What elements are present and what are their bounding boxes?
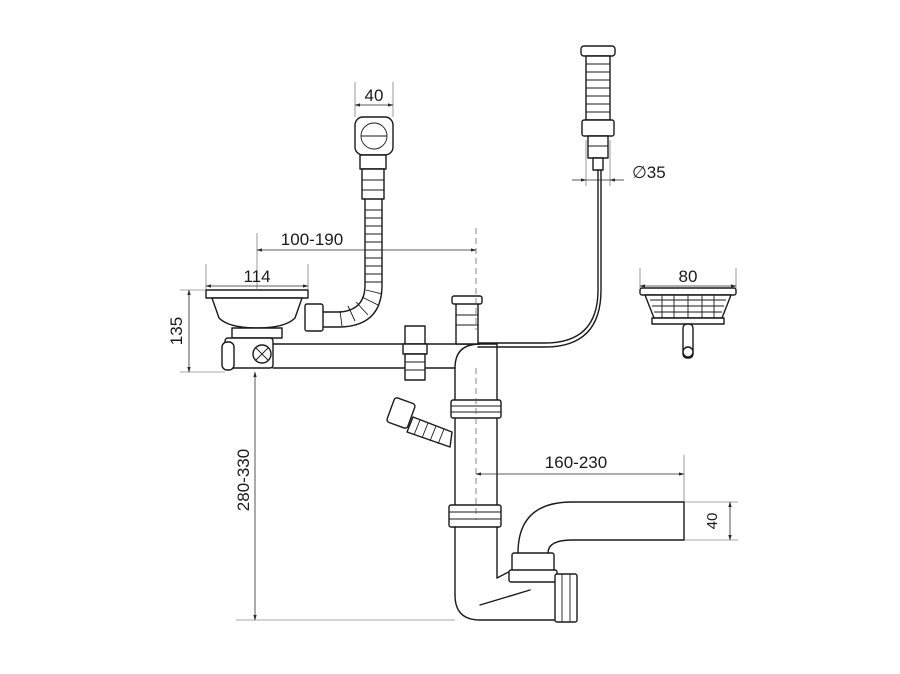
dim-outlet-diameter: 40: [684, 501, 738, 541]
strainer-basket: [639, 287, 737, 359]
remote-control: [477, 45, 616, 348]
dim-label-135: 135: [167, 317, 186, 345]
dim-label-160-230: 160-230: [545, 453, 607, 472]
dim-label-40-outlet: 40: [704, 513, 721, 530]
dim-label-80: 80: [679, 267, 698, 286]
dim-label-280-330: 280-330: [234, 449, 253, 511]
remote-knob: [580, 45, 616, 57]
overflow-assembly: [304, 116, 394, 332]
dim-total-height: 280-330: [234, 371, 455, 621]
dim-label-114: 114: [243, 267, 270, 286]
siphon-body: [386, 295, 685, 623]
dim-basket-diameter: 80: [639, 267, 737, 288]
dim-label-100-190: 100-190: [281, 230, 343, 249]
horizontal-drain-pipe: [272, 325, 481, 381]
dim-label-40: 40: [365, 86, 384, 105]
dim-overflow-offset: 100-190: [256, 230, 477, 290]
dim-strainer-diameter: 114: [205, 264, 309, 290]
dim-strainer-height: 135: [167, 289, 225, 373]
dim-label-diameter-35: ∅35: [632, 163, 666, 182]
dim-tail-width: 40: [354, 82, 394, 117]
dim-outlet-offset: 160-230: [475, 453, 685, 502]
dim-remote-diameter: ∅35: [572, 140, 666, 186]
main-strainer: [205, 289, 309, 371]
